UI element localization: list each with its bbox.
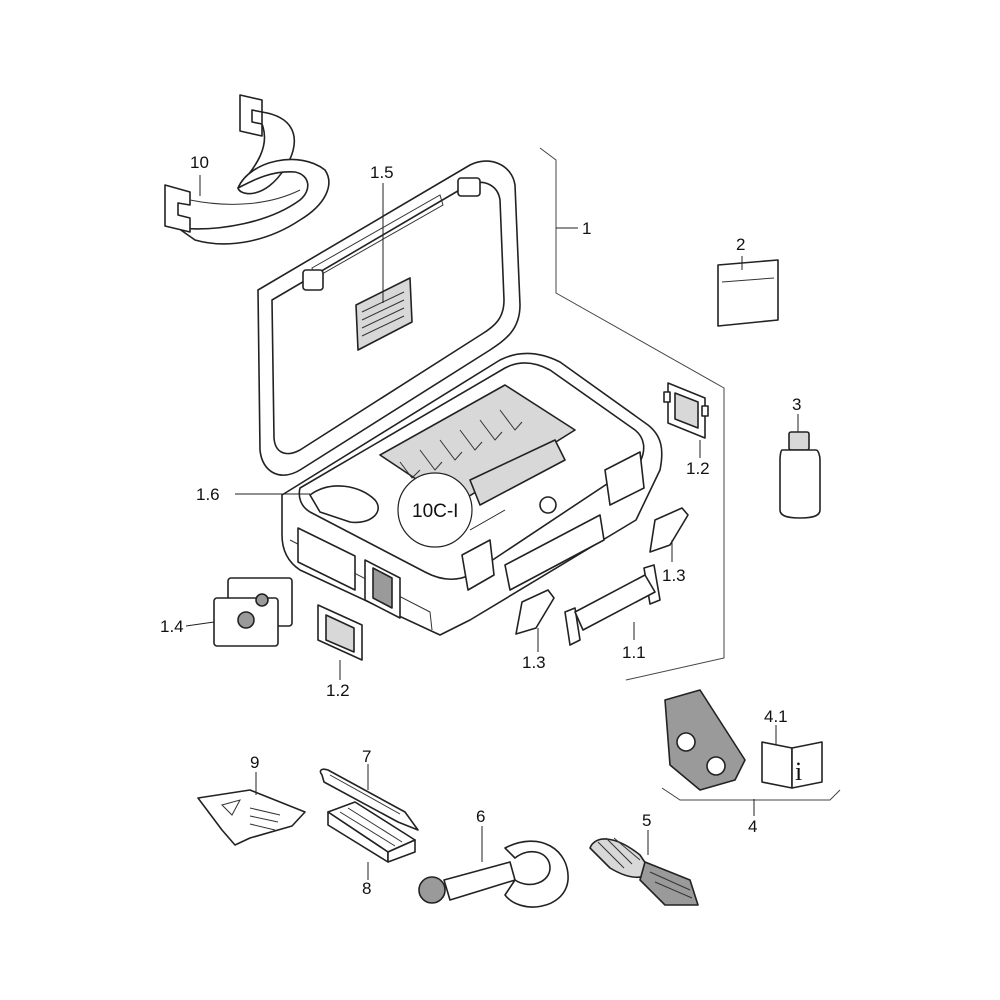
carrying-strap [164,94,330,245]
marker-pen [319,768,419,831]
operating-manual: i [761,741,823,789]
label-1-4: 1.4 [160,617,184,636]
label-9: 9 [250,753,259,772]
label-card [717,259,779,327]
label-8: 8 [362,879,371,898]
case-group-bracket [539,147,725,681]
label-7: 7 [362,747,371,766]
latch-right [649,507,689,553]
deburring-tool [589,837,699,906]
label-6: 6 [476,807,485,826]
part-labels: 10 1.5 1 2 3 1.2 1.6 1.3 1.4 1.1 1.3 1.2… [160,153,801,898]
label-4-1: 4.1 [764,707,788,726]
label-1-1: 1.1 [622,643,646,662]
insert-frame-left [317,604,363,661]
label-5: 5 [642,811,651,830]
label-1-2-left: 1.2 [326,681,350,700]
label-1: 1 [582,219,591,238]
pressing-jaw-set [661,689,841,801]
leader-lines [185,175,799,880]
label-10: 10 [190,153,209,172]
label-1-2-right: 1.2 [686,459,710,478]
label-1-6: 1.6 [196,485,220,504]
latch-left [515,589,555,635]
label-4: 4 [748,817,757,836]
info-book-icon: i [795,757,802,786]
callout-label: 10C-I [412,501,458,522]
pipe-cutter [418,840,569,908]
callout-10c-i: 10C-I [397,472,506,548]
warning-sticker-sheet [197,789,306,846]
label-1-5: 1.5 [370,163,394,182]
tool-case [257,160,663,636]
insert-frame-right [663,382,709,439]
label-2: 2 [736,235,745,254]
lubricant-bottle [779,431,821,519]
marker-refill-box [327,801,416,863]
case-handle [564,564,661,646]
label-1-3-left: 1.3 [522,653,546,672]
label-1-3-right: 1.3 [662,566,686,585]
sticker-set [213,577,293,647]
label-3: 3 [792,395,801,414]
